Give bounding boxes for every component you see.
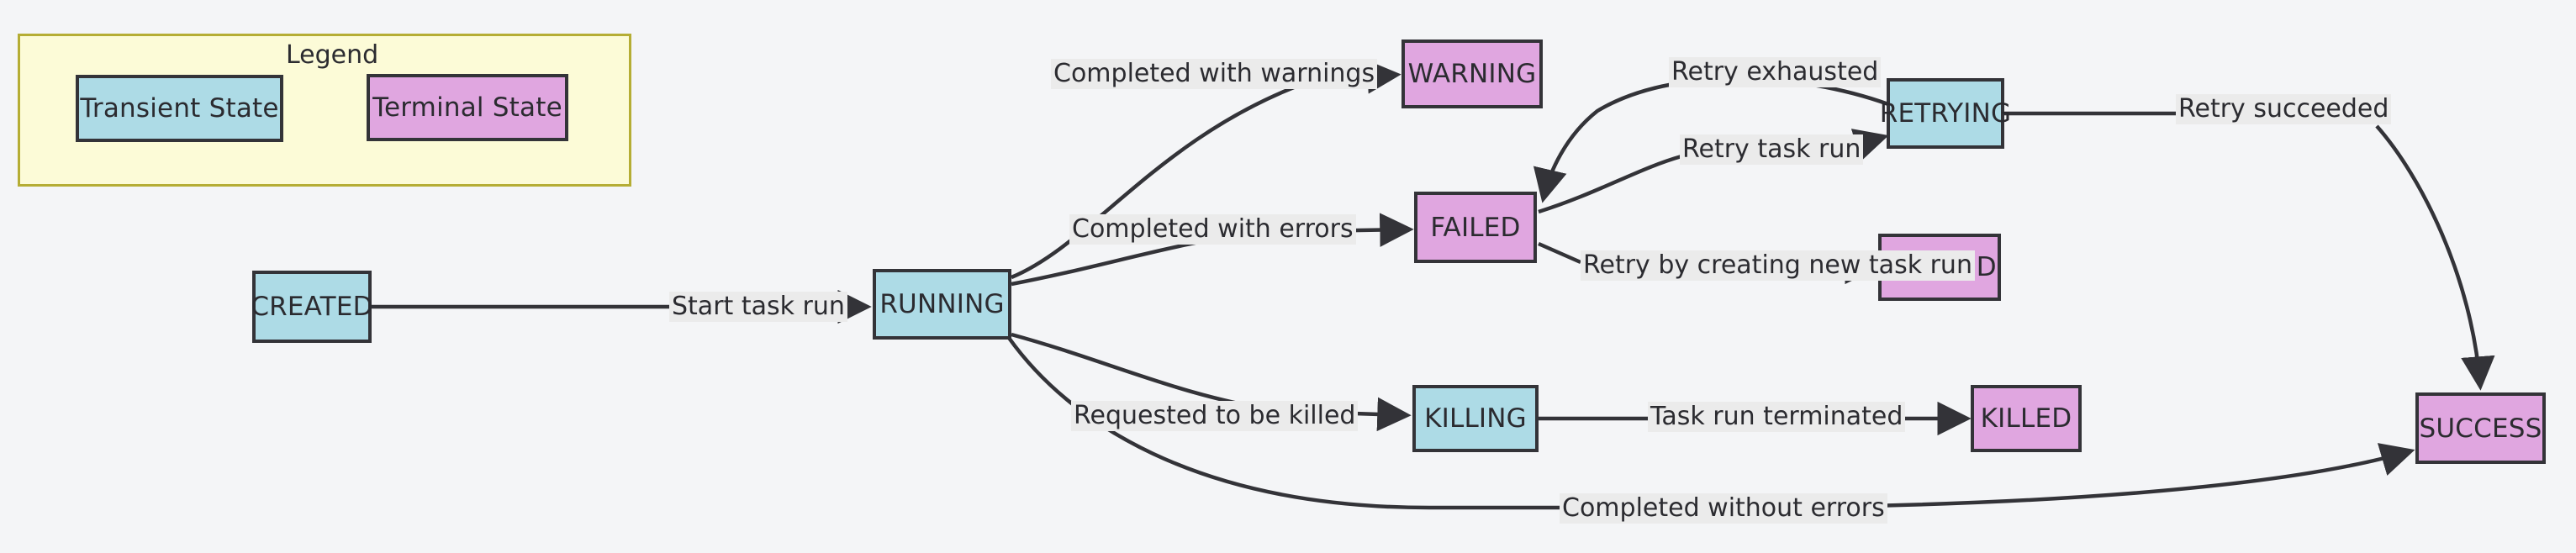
legend-item-terminal-state: Terminal State <box>367 74 568 141</box>
state-node-success-label: SUCCESS <box>2419 413 2542 444</box>
legend-title: Legend <box>286 40 379 70</box>
legend-item-terminal-label: Terminal State <box>372 92 562 123</box>
edge-label-retry-by-creating-new-task-run: Retry by creating new task run <box>1581 250 1975 281</box>
edge-label-retry-task-run: Retry task run <box>1680 134 1864 165</box>
state-node-failed[interactable]: FAILED <box>1414 192 1537 263</box>
state-node-killing-label: KILLING <box>1424 403 1527 434</box>
edge-label-completed-with-errors: Completed with errors <box>1069 214 1356 245</box>
state-node-killed-label: KILLED <box>1980 403 2072 434</box>
state-node-created-label: CREATED <box>251 292 373 322</box>
edge-label-retry-succeeded: Retry succeeded <box>2176 94 2392 124</box>
state-node-warning-label: WARNING <box>1407 59 1537 89</box>
state-node-retrying[interactable]: RETRYING <box>1880 78 2011 149</box>
edge-label-retry-exhausted: Retry exhausted <box>1669 57 1882 87</box>
state-node-warning[interactable]: WARNING <box>1401 40 1543 108</box>
edge-failed-to-retried <box>1538 241 1581 265</box>
state-node-success[interactable]: SUCCESS <box>2415 392 2546 464</box>
state-node-running[interactable]: RUNNING <box>873 269 1011 340</box>
legend-item-transient-state: Transient State <box>76 75 283 142</box>
state-node-created[interactable]: CREATED <box>251 271 373 343</box>
edge-label-task-run-terminated: Task run terminated <box>1648 402 1906 432</box>
edge-running-to-warning <box>1011 60 1401 280</box>
edge-running-to-success <box>1007 336 1560 510</box>
edge-label-start-task-run: Start task run <box>669 292 847 322</box>
edge-retrying-to-success-tail <box>2375 124 2495 391</box>
edge-label-completed-without-errors: Completed without errors <box>1560 493 1887 524</box>
edge-label-completed-with-warnings: Completed with warnings <box>1051 59 1378 89</box>
state-node-failed-label: FAILED <box>1430 212 1521 243</box>
legend-item-transient-label: Transient State <box>80 93 279 124</box>
state-node-running-label: RUNNING <box>879 289 1005 319</box>
state-node-retrying-label: RETRYING <box>1879 98 2012 129</box>
state-node-killing[interactable]: KILLING <box>1412 385 1539 452</box>
state-node-killed[interactable]: KILLED <box>1971 385 2082 452</box>
edge-label-requested-to-be-killed: Requested to be killed <box>1071 401 1359 431</box>
